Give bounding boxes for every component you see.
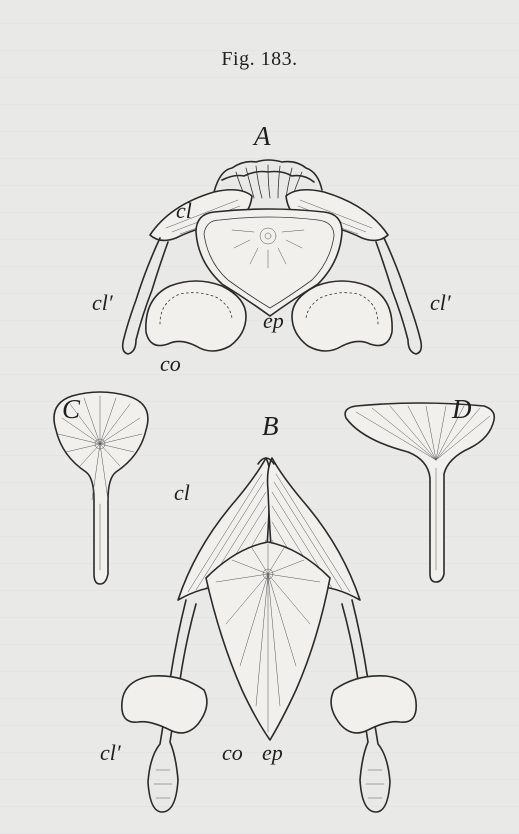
panel-d-drawing (345, 403, 494, 582)
panel-a-left-coracoid (146, 281, 246, 351)
panel-b-right-coracoid (331, 676, 416, 733)
panel-label-d: D (452, 396, 472, 423)
label-a-cl-prime-right: cl′ (430, 292, 451, 314)
panel-label-a: A (254, 123, 271, 150)
label-a-cl: cl (176, 200, 192, 222)
label-b-cl-prime: cl′ (100, 742, 121, 764)
label-b-ep: ep (262, 742, 283, 764)
panel-label-c: C (62, 396, 80, 423)
label-a-co: co (160, 353, 181, 375)
panel-label-b: B (262, 413, 279, 440)
panel-d-bone (345, 403, 494, 582)
label-b-co: co (222, 742, 243, 764)
label-a-cl-prime-left: cl′ (92, 292, 113, 314)
label-a-ep: ep (263, 310, 284, 332)
label-b-cl: cl (174, 482, 190, 504)
panel-a-right-coracoid (292, 281, 392, 351)
panel-b-left-coracoid (122, 676, 207, 733)
